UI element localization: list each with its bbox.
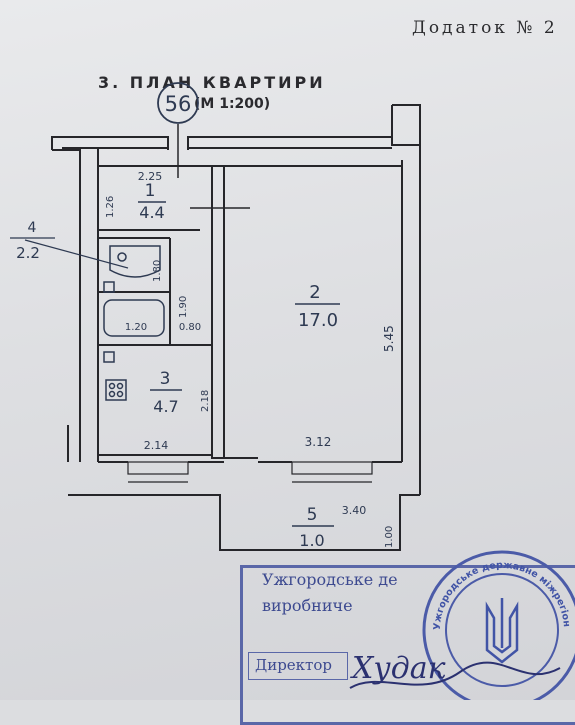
stamp-line-1: Ужгородське де: [262, 570, 398, 589]
toilet-icon: [109, 245, 161, 278]
room-4-dim-bath: 1.90: [178, 296, 189, 318]
walls: [51, 104, 421, 551]
room-3-area: 4.7: [153, 397, 178, 416]
room-1-dim-width: 2.25: [138, 170, 163, 183]
room-5-number: 5: [307, 505, 318, 525]
room-5-dim-depth: 1.00: [384, 526, 395, 548]
stove-icon: [105, 379, 127, 401]
washbasin-icon: [103, 281, 115, 293]
signature-stroke: [349, 661, 561, 689]
stamp-line-2: виробниче: [262, 596, 353, 615]
annex-number: Додаток № 2: [412, 18, 558, 38]
room-3-dim-height: 2.18: [200, 390, 211, 412]
apartment-number: 56: [165, 92, 192, 116]
room-2-dim-height: 5.45: [382, 325, 396, 352]
room-2-dim-width: 3.12: [305, 435, 332, 449]
sink-icon: [117, 252, 127, 262]
document-page: [0, 0, 575, 700]
room-4-number: 4: [28, 220, 37, 236]
seal-overlay: Ужгородське державне міжрегіональне підп…: [0, 0, 575, 700]
room-1-number: 1: [145, 181, 156, 201]
room-3-dim-width: 2.14: [144, 439, 169, 452]
room-2-area: 17.0: [298, 310, 338, 331]
room-3-number: 3: [160, 369, 171, 389]
round-seal: Ужгородське державне міжрегіональне підп…: [0, 0, 575, 700]
room-4-leader: [24, 239, 129, 269]
room-4-dim-wc: 1.80: [152, 260, 163, 282]
room-4-area: 2.2: [16, 244, 40, 262]
room-5-area: 1.0: [299, 531, 324, 550]
seal-text: Ужгородське державне міжрегіональне підп…: [0, 0, 572, 630]
kitchen-sink-icon: [103, 351, 115, 363]
room-1-area: 4.4: [139, 203, 164, 222]
room-2-number: 2: [309, 282, 320, 303]
plan-title: 3. ПЛАН КВАРТИРИ: [98, 73, 326, 92]
apartment-number-circle: [157, 82, 199, 124]
room-4-dim-tub: 1.20: [125, 322, 147, 333]
director-label: Директор: [248, 652, 348, 680]
room-5-dim-width: 3.40: [342, 504, 367, 517]
bathtub-icon: [103, 299, 165, 337]
floor-plan: 56: [10, 82, 421, 551]
room-4-dim-door: 0.80: [179, 322, 201, 333]
trident-emblem-icon: [485, 601, 519, 664]
fixtures: [24, 239, 165, 401]
plan-scale: (М 1:200): [194, 96, 271, 112]
room-1-dim-height: 1.26: [105, 196, 116, 218]
director-signature: Худак: [350, 651, 446, 686]
